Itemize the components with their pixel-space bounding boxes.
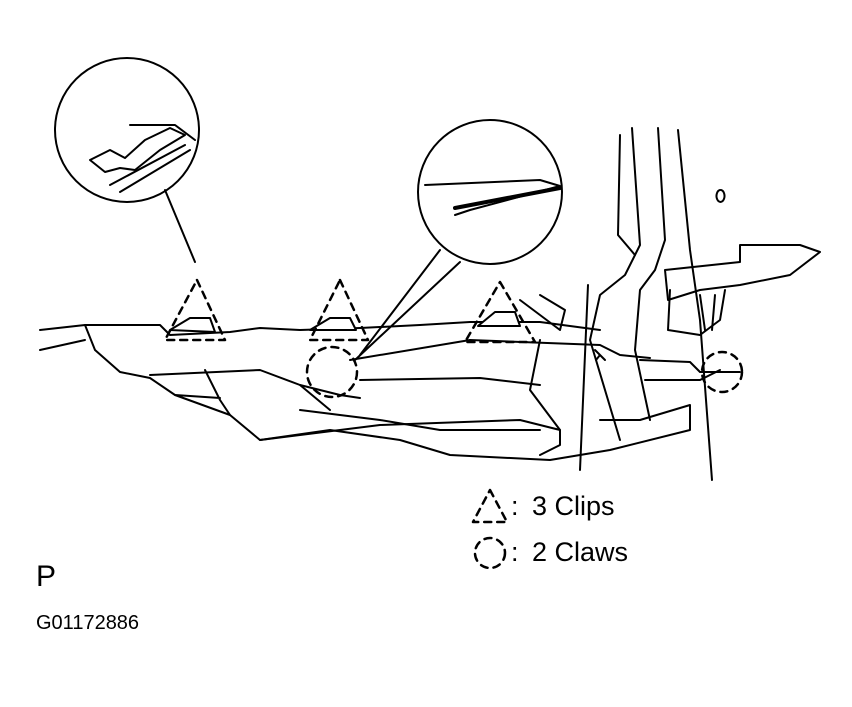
under-cover-panel bbox=[39, 294, 741, 461]
legend-separator: : bbox=[511, 491, 519, 521]
clip-3 bbox=[477, 311, 521, 327]
body-pillar bbox=[579, 127, 726, 481]
mounting-bracket bbox=[664, 244, 821, 336]
clip-marker-1 bbox=[163, 278, 227, 342]
view-label: P bbox=[36, 560, 57, 593]
legend-item-claws: : 2 Claws bbox=[511, 537, 628, 568]
clip-2 bbox=[309, 317, 357, 331]
legend-triangle-icon bbox=[471, 488, 509, 524]
legend-label-claws: 2 Claws bbox=[532, 537, 629, 567]
legend-item-clips: : 3 Clips bbox=[511, 491, 615, 522]
clip-marker-3 bbox=[463, 280, 537, 344]
figure-code: G01172886 bbox=[36, 612, 140, 634]
claw-marker-1 bbox=[305, 345, 359, 399]
clip-1 bbox=[169, 317, 216, 333]
detail-circle-clip bbox=[54, 57, 200, 263]
clip-marker-2 bbox=[308, 278, 370, 342]
legend-circle-icon bbox=[473, 536, 507, 570]
detail-circle-claw bbox=[354, 119, 563, 361]
legend-label-clips: 3 Clips bbox=[532, 491, 615, 521]
legend-separator: : bbox=[511, 537, 519, 567]
claw-marker-2 bbox=[700, 350, 744, 394]
